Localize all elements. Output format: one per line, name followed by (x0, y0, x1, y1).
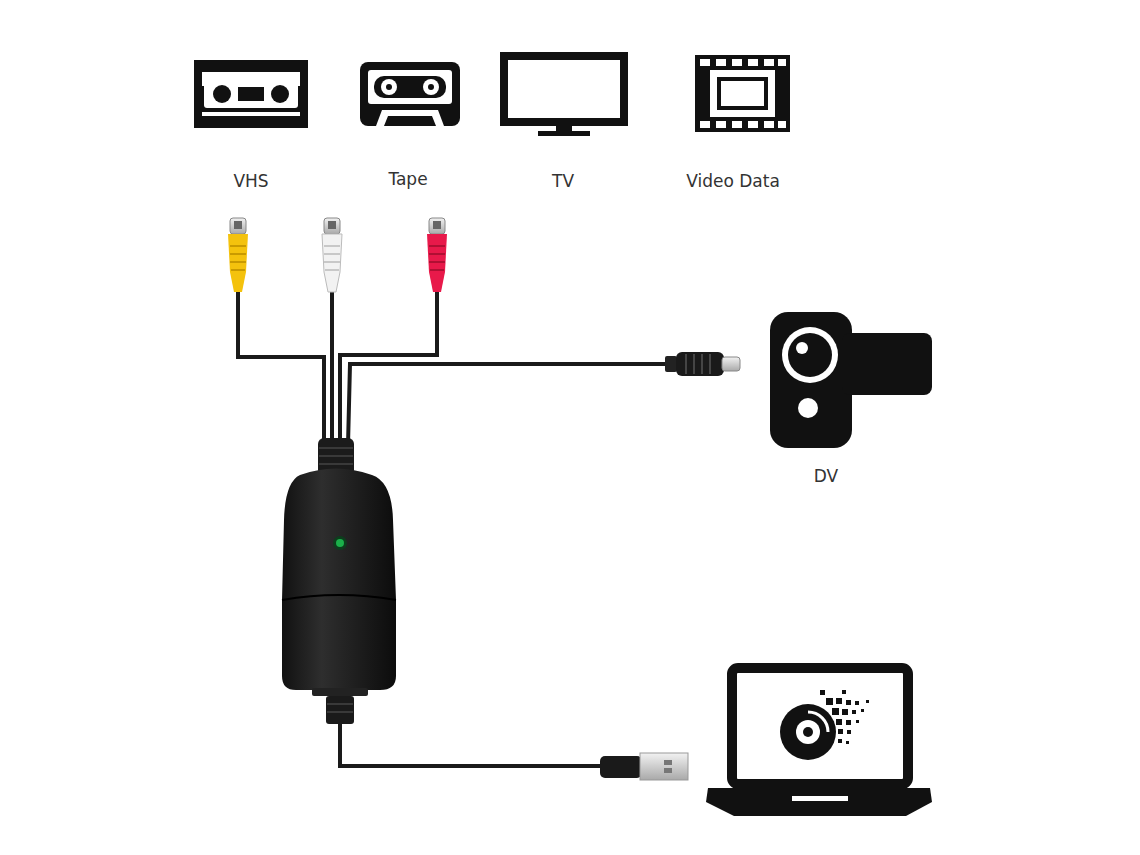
capture-device (282, 438, 396, 724)
device-label: DV (814, 466, 838, 486)
film-icon (695, 55, 790, 132)
svideo-plug (665, 352, 740, 376)
device-label: TV (552, 171, 574, 191)
vhs-icon (194, 60, 308, 128)
usb-plug (600, 753, 688, 780)
tv-icon (504, 56, 624, 136)
device-label: Video Data (686, 171, 780, 191)
device-label: VHS (233, 171, 268, 191)
tape-icon (360, 62, 460, 126)
rca-plugs (228, 218, 447, 292)
camcorder-icon (770, 312, 932, 448)
device-label: Tape (388, 169, 427, 189)
cable-wires (238, 292, 665, 766)
laptop-icon (706, 668, 932, 816)
